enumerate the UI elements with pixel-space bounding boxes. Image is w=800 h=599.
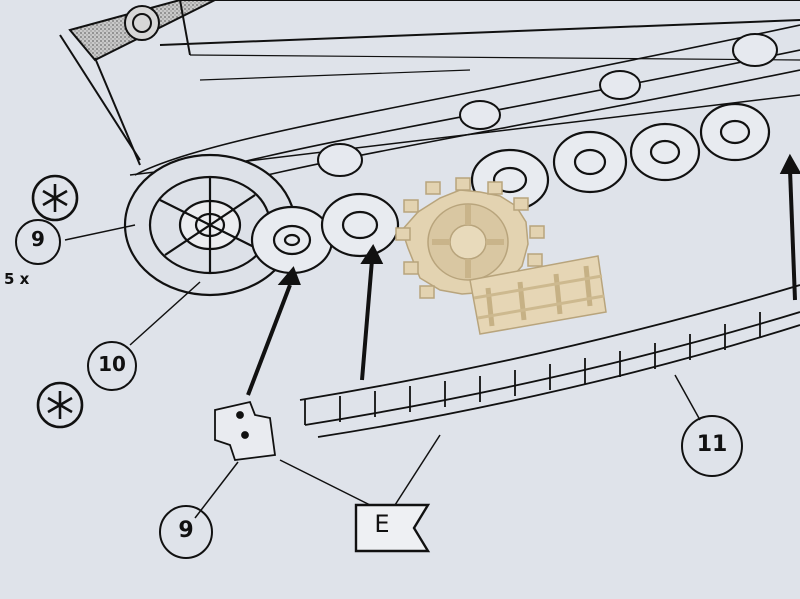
assembly-arrows (246, 153, 800, 396)
sprue-flag (354, 503, 431, 553)
part-number-9-lower: 9 (178, 518, 194, 543)
callout-circles (15, 219, 743, 559)
asterisk-circle-icon (31, 174, 79, 222)
resin-sprocket (395, 177, 545, 299)
leader-lines (64, 224, 701, 519)
part-9-drawing (214, 400, 277, 461)
drive-sprocket-drawing (123, 153, 297, 297)
resin-track-links (469, 255, 607, 335)
road-wheels-back (317, 33, 778, 177)
part-number-11: 11 (696, 432, 728, 457)
lower-track-drawing (299, 284, 800, 438)
part-number-10: 10 (98, 352, 126, 376)
quantity-label: 5 x (4, 270, 30, 288)
hull-outline (59, 0, 800, 176)
part-number-9: 9 (31, 227, 45, 251)
asterisk-circle-icon (36, 381, 84, 429)
sprue-letter: E (374, 510, 390, 538)
